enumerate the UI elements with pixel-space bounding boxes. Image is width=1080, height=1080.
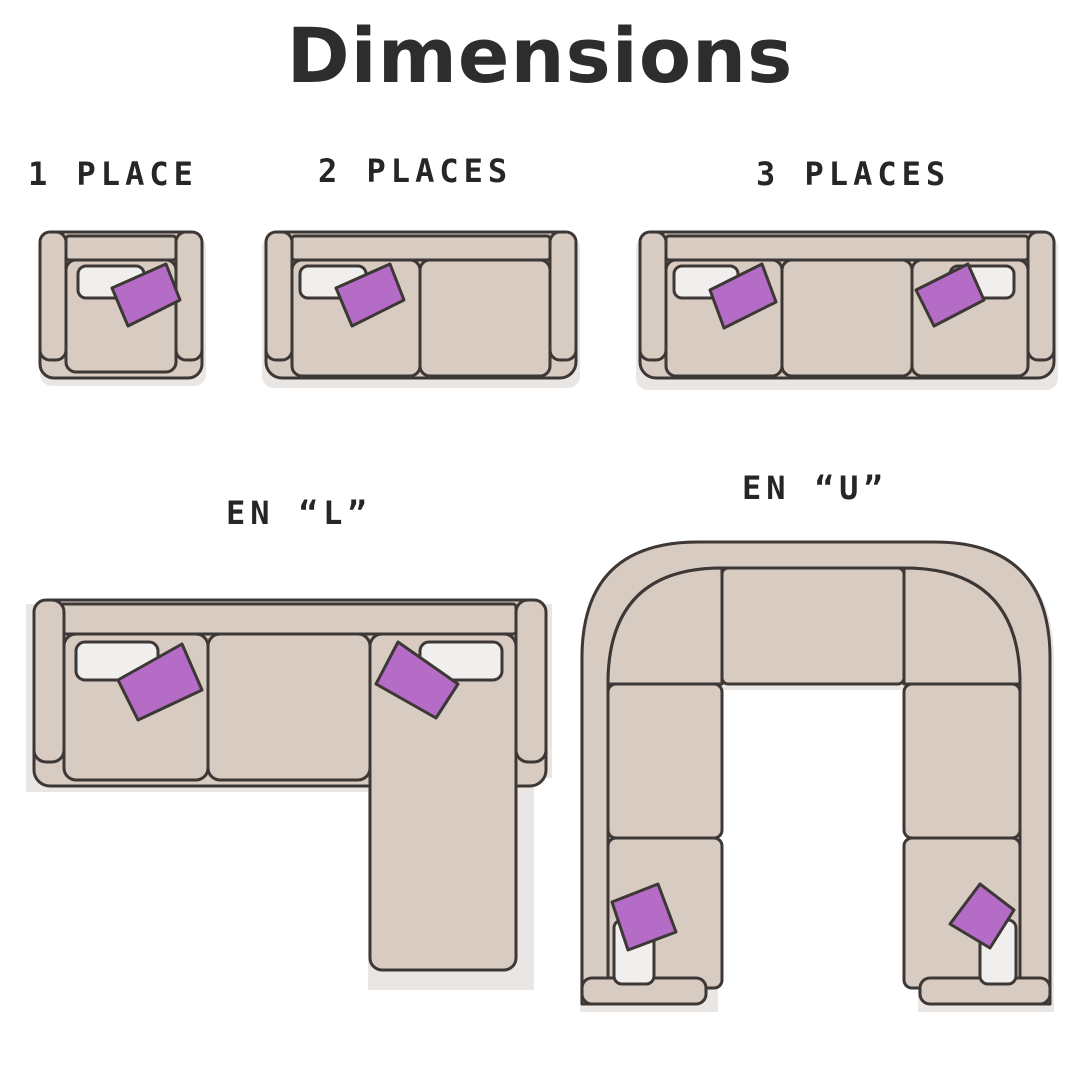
label-three-seat: 3 PLACES: [756, 155, 951, 193]
label-u-shape: EN “U”: [742, 469, 888, 507]
label-l-shape: EN “L”: [226, 494, 372, 532]
page-title: Dimensions: [286, 11, 794, 100]
three-seat-sofa-illustration: [636, 230, 1058, 390]
l-shape-sofa-illustration: [26, 598, 552, 990]
two-seat-sofa-illustration: [262, 230, 580, 388]
one-seat-sofa-illustration: [38, 230, 206, 386]
u-shape-sofa-illustration: [580, 540, 1054, 1012]
label-one-seat: 1 PLACE: [28, 155, 198, 193]
label-two-seat: 2 PLACES: [318, 152, 513, 190]
